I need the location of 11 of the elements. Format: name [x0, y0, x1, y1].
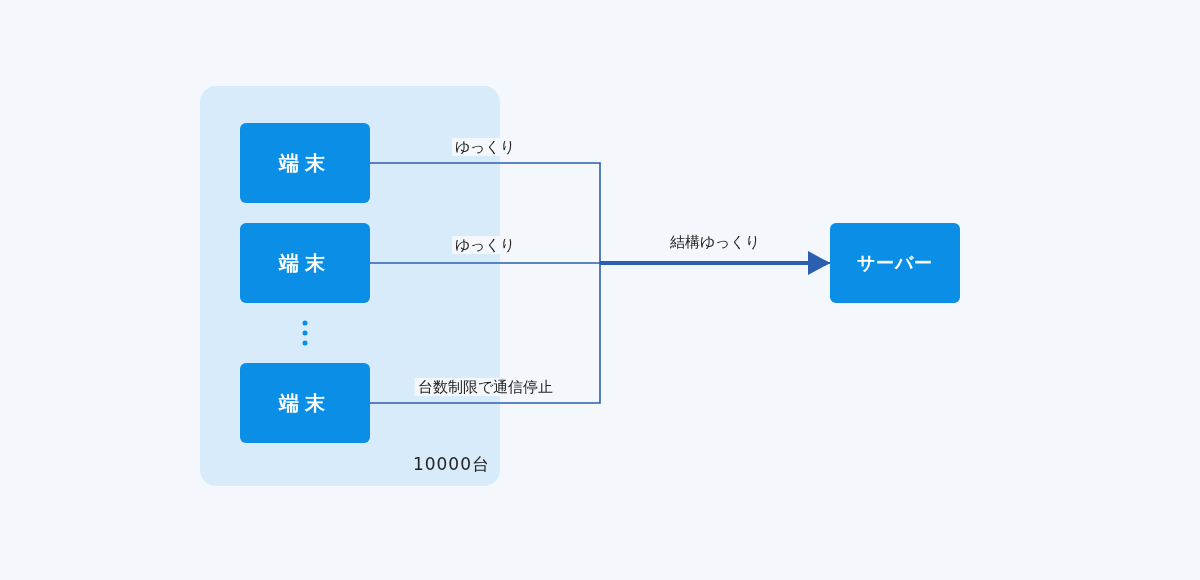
node-label: 端末	[279, 249, 331, 277]
trunk-arrow	[600, 251, 830, 275]
node-label: サーバー	[857, 251, 933, 275]
server-box	[830, 223, 960, 303]
count-label: 10000台	[412, 453, 490, 476]
terminal-box	[240, 123, 370, 203]
edge-label: 台数制限で通信停止	[414, 378, 556, 396]
terminal-box	[240, 223, 370, 303]
terminal-box	[240, 363, 370, 443]
node-label: 端末	[279, 149, 331, 177]
node-label: 端末	[279, 389, 331, 417]
